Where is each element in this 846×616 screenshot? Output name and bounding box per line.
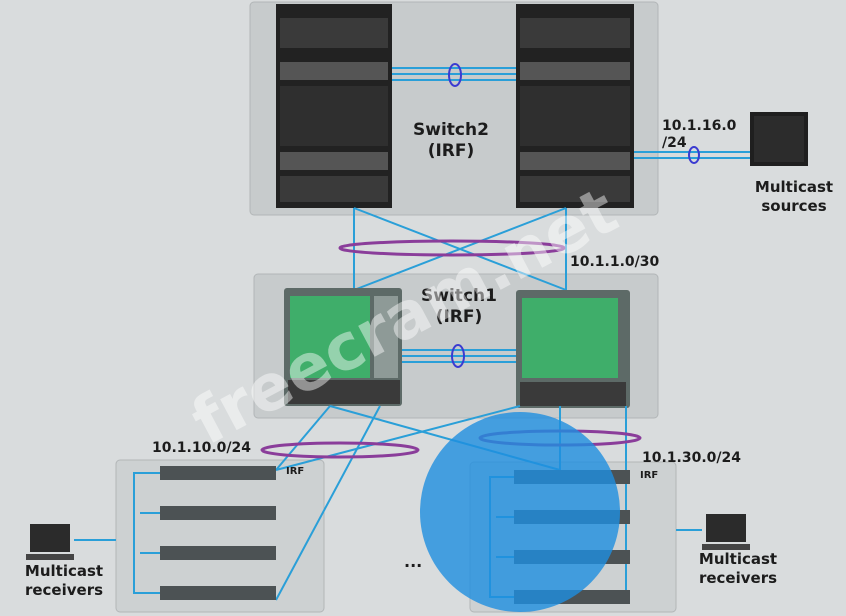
switch2-chassis-left xyxy=(276,4,392,208)
core-subnet-label: 10.1.1.0/30 xyxy=(570,254,660,270)
switch1-chassis-right xyxy=(516,290,630,408)
left-irf-label: IRF xyxy=(286,466,305,477)
source-subnet-label: 10.1.16.0 /24 xyxy=(662,118,737,151)
left-stack-cables xyxy=(133,472,160,594)
core-links xyxy=(353,207,567,291)
switch1-chassis-left xyxy=(284,288,402,406)
source-lag-marker xyxy=(688,146,700,164)
switch1-irf-lag-marker xyxy=(451,344,465,368)
source-uplink xyxy=(634,151,750,159)
switch1-irf-link xyxy=(402,349,516,363)
left-access-group-box xyxy=(115,459,325,613)
left-access-subnet-label: 10.1.10.0/24 xyxy=(152,440,251,456)
right-irf-label: IRF xyxy=(640,470,659,481)
right-receivers-caption: Multicast receivers xyxy=(698,550,778,587)
right-receiver-pc-icon xyxy=(702,514,750,550)
switch2-irf-lag-marker xyxy=(448,63,462,87)
switch1-label: Switch1 (IRF) xyxy=(421,286,497,328)
core-lag-marker xyxy=(338,239,566,257)
hp-logo xyxy=(420,412,620,612)
switch2-irf-link xyxy=(392,67,516,81)
stack-ellipsis: ... xyxy=(404,552,423,571)
left-receiver-pc-icon xyxy=(26,524,74,560)
switch2-label: Switch2 (IRF) xyxy=(413,120,489,162)
left-receivers-caption: Multicast receivers xyxy=(24,562,104,599)
left-access-lag-marker xyxy=(260,441,420,459)
left-access-switch-stack xyxy=(160,466,276,600)
right-access-subnet-label: 10.1.30.0/24 xyxy=(642,450,741,466)
switch2-chassis-right xyxy=(516,4,634,208)
multicast-source-server xyxy=(750,112,808,166)
sources-caption: Multicast sources xyxy=(754,178,834,215)
